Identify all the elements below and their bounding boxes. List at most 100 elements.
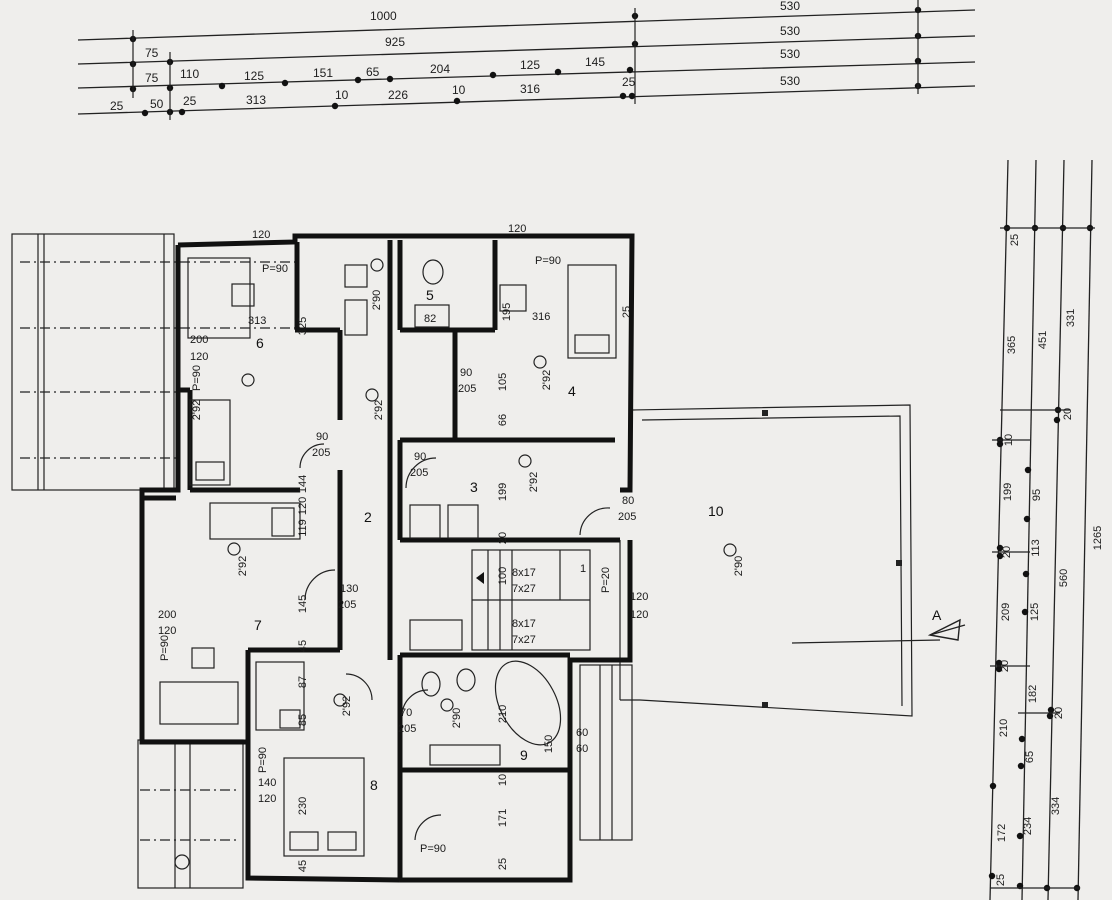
ann-h292-2: 2'92 bbox=[373, 400, 385, 420]
top-dimension-chains: 1000 530 75 925 530 75 110 125 151 65 20… bbox=[77, 0, 976, 120]
ann-210: 210 bbox=[497, 705, 509, 723]
ann-25-right: 25 bbox=[621, 306, 633, 318]
room-3-label: 3 bbox=[470, 479, 478, 495]
dim-925: 925 bbox=[385, 35, 405, 49]
ann-120-terrace-b: 120 bbox=[630, 609, 648, 621]
ann-stair-1: 1 bbox=[580, 563, 586, 575]
furniture bbox=[159, 257, 633, 857]
dim-10-a: 10 bbox=[335, 88, 349, 102]
rdim-1265: 1265 bbox=[1092, 526, 1104, 550]
dim-226: 226 bbox=[388, 88, 408, 102]
rdim-20-b: 20 bbox=[999, 660, 1011, 672]
ann-p90-6b: P=90 bbox=[191, 365, 203, 391]
ann-120-6b: 120 bbox=[190, 351, 208, 363]
ann-stair-8x17-b: 8x17 bbox=[512, 618, 536, 630]
ann-h292-3: 2'92 bbox=[528, 472, 540, 492]
ann-h290-10: 2'90 bbox=[733, 556, 745, 576]
ann-119: 119 bbox=[297, 519, 309, 537]
ann-stair-8x17-a: 8x17 bbox=[512, 567, 536, 579]
rdim-451: 451 bbox=[1037, 331, 1049, 349]
ann-150: 150 bbox=[543, 735, 555, 753]
dim-530-r4: 530 bbox=[780, 74, 800, 88]
dim-313: 313 bbox=[246, 93, 266, 107]
ann-140-8: 140 bbox=[258, 777, 276, 789]
ann-p90-4: P=90 bbox=[535, 255, 561, 267]
ann-p90-7: P=90 bbox=[159, 635, 171, 661]
dim-204: 204 bbox=[430, 62, 450, 76]
dim-25-b: 25 bbox=[183, 94, 197, 108]
rdim-331: 331 bbox=[1065, 309, 1077, 327]
ann-stair-7x27-b: 7x27 bbox=[512, 634, 536, 646]
ann-171: 171 bbox=[497, 809, 509, 827]
dim-530-r3: 530 bbox=[780, 47, 800, 61]
ann-200-6: 200 bbox=[190, 334, 208, 346]
ann-325: 325 bbox=[297, 317, 309, 335]
ann-60-b: 60 bbox=[576, 743, 588, 755]
ann-20-stair: 20 bbox=[497, 532, 509, 544]
dim-25-c: 25 bbox=[622, 75, 636, 89]
rdim-334: 334 bbox=[1050, 797, 1062, 815]
ann-200-7: 200 bbox=[158, 609, 176, 621]
section-mark-a: A bbox=[932, 607, 942, 623]
ann-66: 66 bbox=[497, 414, 509, 426]
dim-10-b: 10 bbox=[452, 83, 466, 97]
ann-h290-5: 2'90 bbox=[371, 290, 383, 310]
room-10-label: 10 bbox=[708, 503, 724, 519]
ann-199: 199 bbox=[497, 483, 509, 501]
dim-75-r2: 75 bbox=[145, 46, 159, 60]
ann-h292-6: 2'92 bbox=[191, 400, 203, 420]
ann-10-9: 10 bbox=[497, 774, 509, 786]
plan-annotations: P=90 P=90 P=90 120 120 120 120 200 120 2… bbox=[158, 223, 966, 872]
ann-87: 87 bbox=[297, 676, 309, 688]
ann-p90-bottom: P=90 bbox=[420, 843, 446, 855]
room-6-label: 6 bbox=[256, 335, 264, 351]
ann-p90-8: P=90 bbox=[257, 747, 269, 773]
dim-65: 65 bbox=[366, 65, 380, 79]
dim-25-a: 25 bbox=[110, 99, 124, 113]
rdim-125: 125 bbox=[1029, 603, 1041, 621]
ann-90-2: 90 bbox=[316, 431, 328, 443]
room-9-label: 9 bbox=[520, 747, 528, 763]
rdim-25-top: 25 bbox=[1009, 234, 1021, 246]
ann-205-7: 205 bbox=[338, 599, 356, 611]
ann-stair-7x27-a: 7x27 bbox=[512, 583, 536, 595]
rdim-234: 234 bbox=[1022, 817, 1034, 835]
ann-25-bottom: 25 bbox=[497, 858, 509, 870]
rdim-210: 210 bbox=[998, 719, 1010, 737]
dim-125-a: 125 bbox=[244, 69, 264, 83]
dim-316: 316 bbox=[520, 82, 540, 96]
left-terrace-top bbox=[11, 233, 300, 491]
ann-205-4: 205 bbox=[458, 383, 476, 395]
room-5-label: 5 bbox=[426, 287, 434, 303]
ann-90-3: 90 bbox=[414, 451, 426, 463]
ann-70-9: 70 bbox=[400, 707, 412, 719]
rdim-20-c: 20 bbox=[1062, 408, 1074, 420]
ann-h292-4: 2'92 bbox=[541, 370, 553, 390]
rdim-365: 365 bbox=[1006, 336, 1018, 354]
ann-120-v: 120 bbox=[297, 497, 309, 515]
ann-85: 85 bbox=[297, 714, 309, 726]
ann-145: 145 bbox=[297, 595, 309, 613]
ann-120-4: 120 bbox=[508, 223, 526, 235]
ann-130: 130 bbox=[340, 583, 358, 595]
ann-230: 230 bbox=[297, 797, 309, 815]
dim-125-b: 125 bbox=[520, 58, 540, 72]
ann-316: 316 bbox=[532, 311, 550, 323]
dim-1000: 1000 bbox=[370, 9, 397, 23]
ann-82: 82 bbox=[424, 313, 436, 325]
ann-h290-9: 2'90 bbox=[451, 708, 463, 728]
rdim-65: 65 bbox=[1024, 751, 1036, 763]
terrace-room-10 bbox=[619, 404, 913, 717]
rdim-95: 95 bbox=[1031, 489, 1043, 501]
dim-151: 151 bbox=[313, 66, 333, 80]
right-dimension-chains: 25 365 10 199 20 209 20 210 172 25 451 9… bbox=[988, 159, 1104, 900]
ann-h292-7: 2'92 bbox=[237, 556, 249, 576]
dim-530-r1: 530 bbox=[780, 0, 800, 13]
ann-45-b: 45 bbox=[297, 860, 309, 872]
rdim-182: 182 bbox=[1027, 685, 1039, 703]
rdim-20-d: 20 bbox=[1053, 707, 1065, 719]
ann-120-terrace-a: 120 bbox=[630, 591, 648, 603]
ann-120-6: 120 bbox=[252, 229, 270, 241]
rdim-113: 113 bbox=[1030, 539, 1042, 557]
